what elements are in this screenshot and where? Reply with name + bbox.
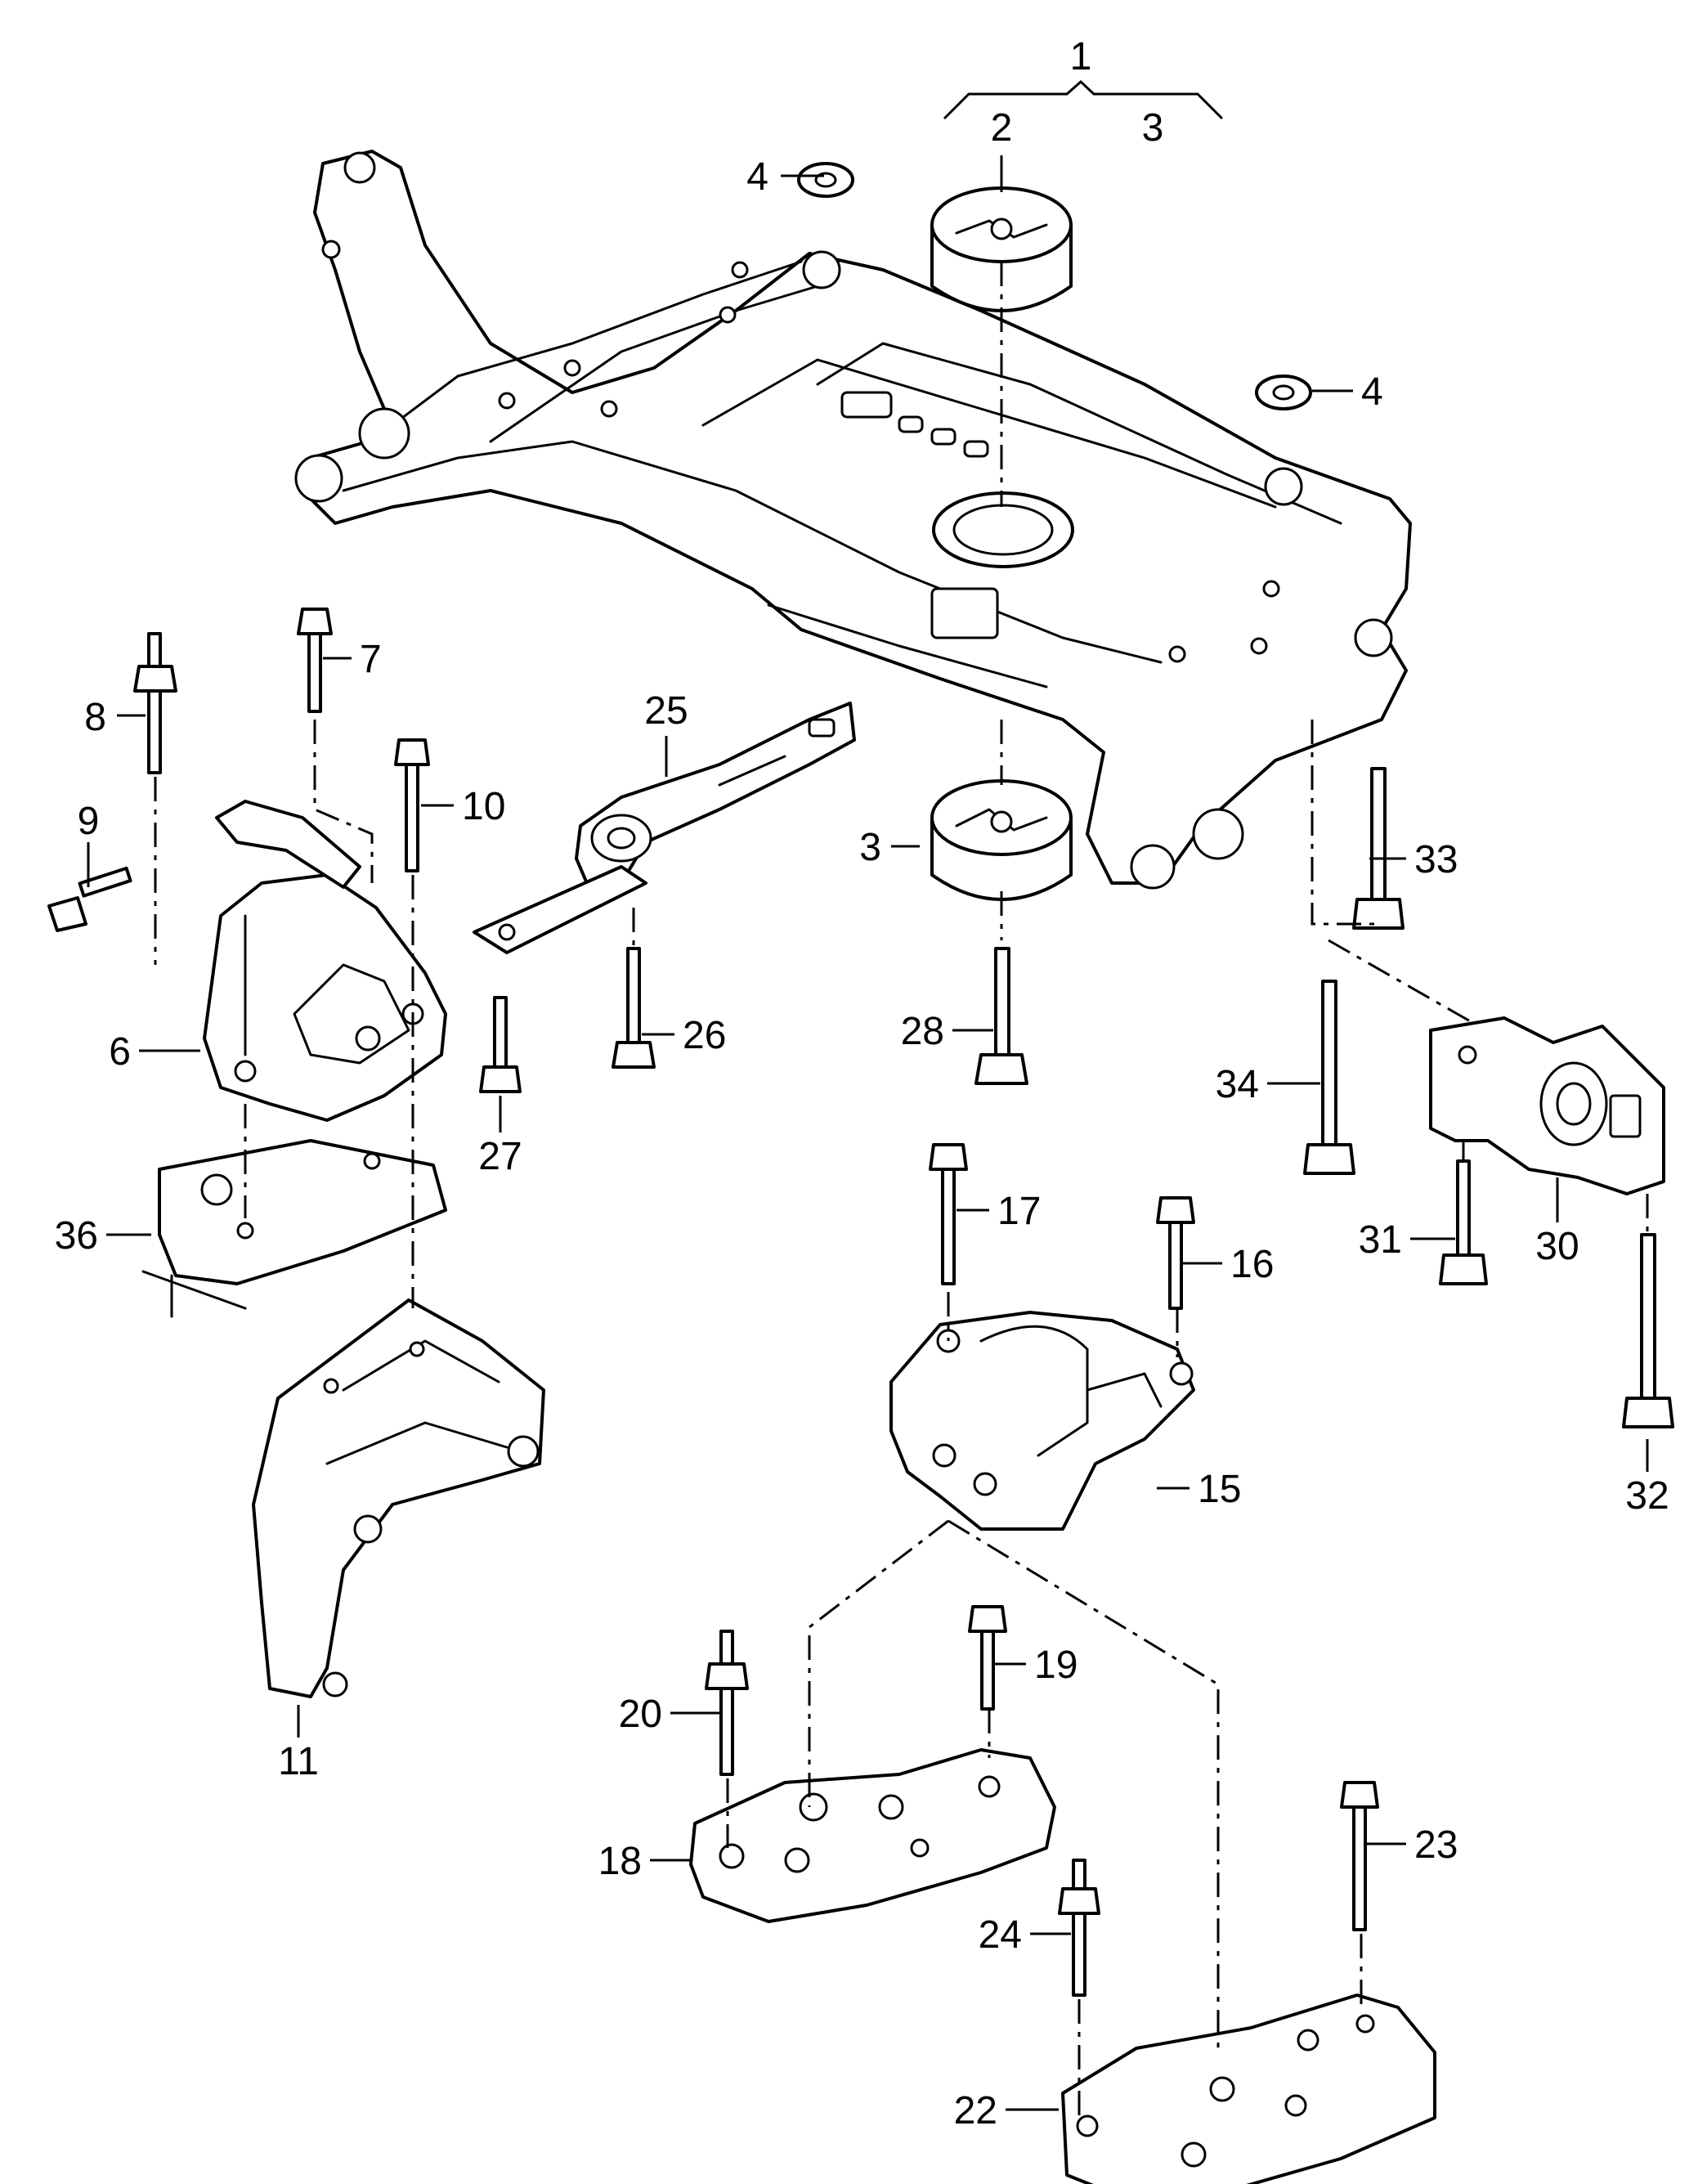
callout-17: 17: [997, 1190, 1041, 1233]
callout-7: 7: [360, 638, 382, 681]
callout-33: 33: [1414, 838, 1458, 881]
subframe: [294, 150, 1412, 890]
assembly-lines: [154, 262, 1649, 2118]
callout-36: 36: [55, 1214, 98, 1258]
callout-6: 6: [109, 1030, 131, 1074]
callout-2: 2: [991, 106, 1013, 150]
callout-23: 23: [1414, 1823, 1458, 1867]
gearbox-mount: [889, 1311, 1195, 1531]
callout-16: 16: [1230, 1243, 1274, 1286]
washer-right-hole: [1272, 384, 1295, 401]
torque-rod: [473, 702, 856, 954]
support-bracket: [252, 1298, 545, 1698]
callout-labels: 1 2 3 4 4 7 8 9 10 6 36 11 25 3 26 27 28…: [55, 35, 1669, 2132]
callout-22: 22: [954, 2089, 997, 2132]
bolts: [47, 608, 1674, 1997]
callout-19: 19: [1034, 1644, 1078, 1687]
callout-32: 32: [1625, 1474, 1669, 1518]
callout-30: 30: [1535, 1225, 1579, 1268]
callout-31: 31: [1359, 1218, 1402, 1262]
leader-lines: [87, 79, 1649, 2111]
bearing-bracket: [1429, 1016, 1665, 1195]
callout-15: 15: [1198, 1468, 1241, 1511]
callout-4: 4: [1361, 370, 1383, 414]
bushing-lower: [930, 779, 1073, 901]
callout-8: 8: [84, 696, 106, 739]
callout-4: 4: [746, 155, 768, 199]
callout-34: 34: [1216, 1063, 1259, 1106]
engine-mount: [203, 800, 447, 1122]
callout-3: 3: [1142, 106, 1164, 150]
callout-18: 18: [598, 1840, 642, 1883]
callout-25: 25: [644, 689, 688, 733]
callout-1: 1: [1070, 35, 1092, 78]
callout-10: 10: [462, 785, 505, 828]
callout-9: 9: [78, 800, 100, 843]
bushing-upper: [930, 186, 1073, 312]
callout-11: 11: [278, 1740, 319, 1783]
callout-3: 3: [859, 826, 881, 869]
callout-24: 24: [979, 1913, 1022, 1957]
gearbox-bracket-upper: [689, 1748, 1056, 1923]
engine-bracket-plate: [141, 1139, 447, 1318]
callout-20: 20: [619, 1693, 662, 1736]
callout-28: 28: [901, 1010, 944, 1053]
gearbox-bracket-lower: [1061, 1993, 1436, 2184]
callout-26: 26: [683, 1014, 726, 1057]
callout-27: 27: [478, 1135, 522, 1178]
